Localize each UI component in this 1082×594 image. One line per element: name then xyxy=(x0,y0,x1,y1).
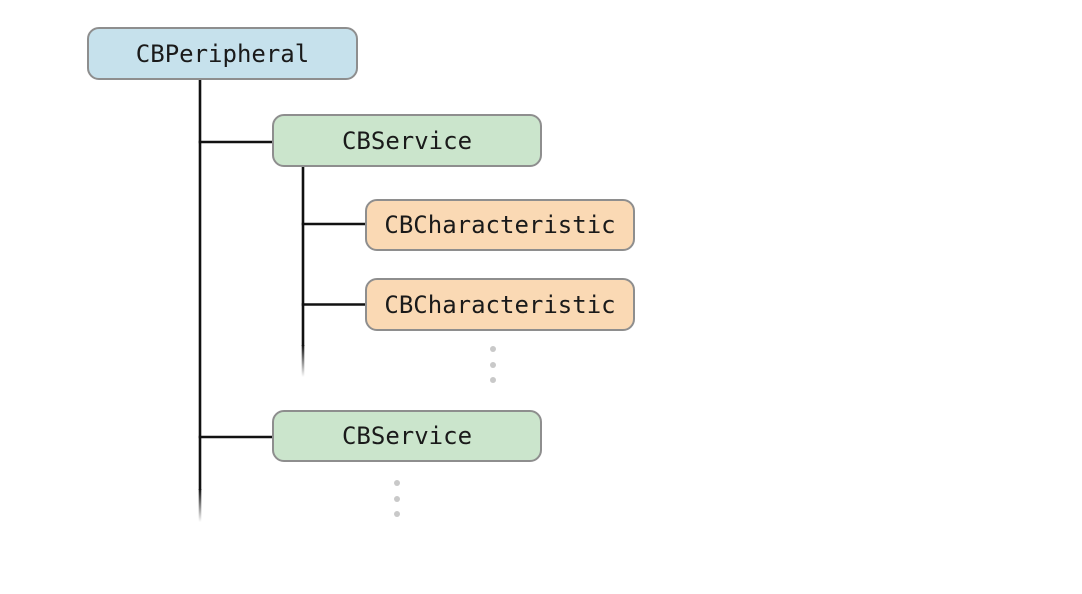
ellipsis-dot xyxy=(394,480,400,486)
node-cbservice-2: CBService xyxy=(272,410,542,462)
ellipsis-dot xyxy=(490,346,496,352)
node-cbcharacteristic-2-label: CBCharacteristic xyxy=(384,290,616,319)
node-cbservice-1-label: CBService xyxy=(341,126,473,155)
ellipsis-dot xyxy=(394,495,400,502)
node-cbcharacteristic-1: CBCharacteristic xyxy=(365,199,635,251)
more-services-ellipsis xyxy=(394,480,400,517)
node-cbcharacteristic-2: CBCharacteristic xyxy=(365,278,635,331)
node-cbperipheral-label: CBPeripheral xyxy=(135,39,310,68)
service-trunk-fade xyxy=(301,345,305,377)
node-cbservice-2-label: CBService xyxy=(341,422,473,450)
more-characteristics-ellipsis xyxy=(490,346,496,383)
ellipsis-dot xyxy=(490,377,496,383)
node-cbservice-1: CBService xyxy=(272,114,542,167)
peripheral-trunk-fade xyxy=(198,489,202,522)
ellipsis-dot xyxy=(394,511,400,517)
node-cbcharacteristic-1-label: CBCharacteristic xyxy=(384,211,616,239)
ellipsis-dot xyxy=(490,361,496,368)
node-cbperipheral: CBPeripheral xyxy=(87,27,358,80)
